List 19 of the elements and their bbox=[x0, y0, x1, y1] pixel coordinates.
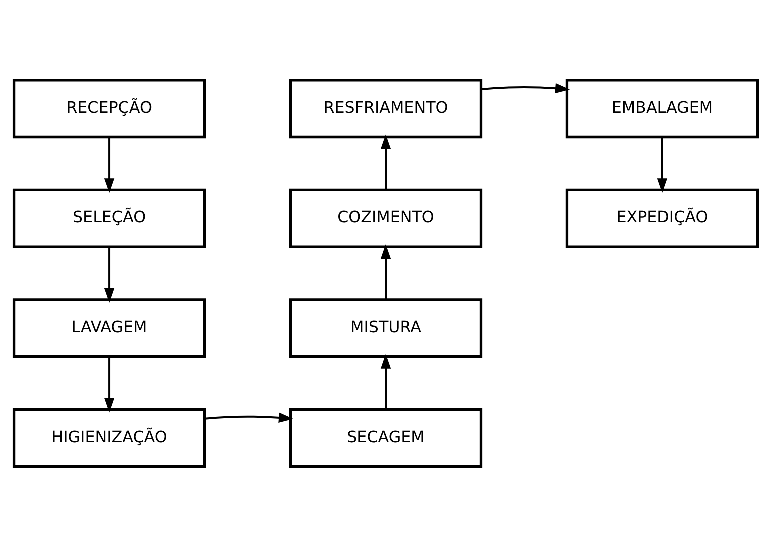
node-box: RECEPÇÃO bbox=[12, 79, 206, 139]
node-box: MISTURA bbox=[288, 298, 482, 358]
node-box: COZIMENTO bbox=[288, 188, 482, 248]
node-box: SECAGEM bbox=[288, 408, 482, 468]
node-box: RESFRIAMENTO bbox=[288, 79, 482, 139]
node-box: SELEÇÃO bbox=[12, 188, 206, 248]
node-box: HIGIENIZAÇÃO bbox=[12, 408, 206, 468]
arrow bbox=[380, 134, 391, 190]
arrow bbox=[380, 244, 391, 300]
node-box: EMBALAGEM bbox=[565, 79, 759, 139]
node-box: LAVAGEM bbox=[12, 298, 206, 358]
arrow bbox=[656, 138, 668, 194]
arrow bbox=[204, 412, 294, 424]
node-box: EXPEDIÇÃO bbox=[565, 188, 759, 248]
arrow bbox=[104, 138, 114, 194]
arrow bbox=[104, 357, 114, 413]
arrow bbox=[380, 354, 391, 410]
arrow bbox=[104, 248, 114, 303]
arrow bbox=[480, 83, 570, 94]
